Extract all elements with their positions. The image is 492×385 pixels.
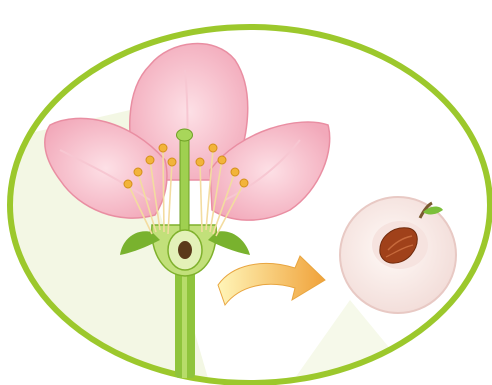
anther xyxy=(168,158,176,166)
anther xyxy=(146,156,154,164)
pistil-style xyxy=(180,138,189,238)
anther xyxy=(124,180,132,188)
pistil-stigma xyxy=(177,129,193,141)
fruit-icon xyxy=(340,197,456,313)
anther xyxy=(196,158,204,166)
ovule xyxy=(178,241,192,259)
anther xyxy=(240,179,248,187)
anther xyxy=(231,168,239,176)
anther xyxy=(218,156,226,164)
anther xyxy=(159,144,167,152)
anther xyxy=(134,168,142,176)
anther xyxy=(209,144,217,152)
